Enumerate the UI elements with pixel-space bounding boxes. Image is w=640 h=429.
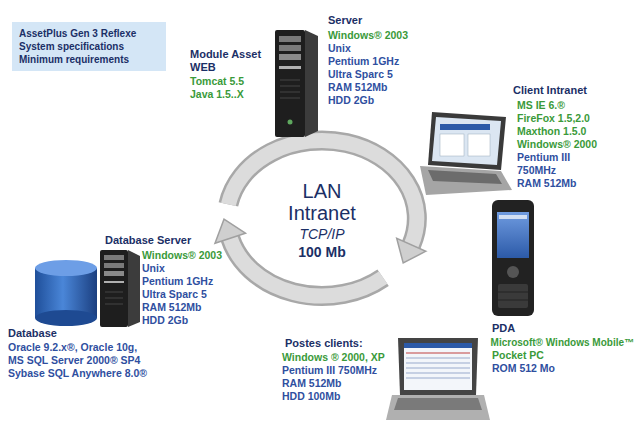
spec-text: Pentium III bbox=[517, 151, 570, 164]
spec-text: Windows® 2003 bbox=[142, 249, 222, 262]
spec-text: RAM 512Mb bbox=[142, 301, 202, 314]
network-arrows bbox=[215, 140, 426, 296]
spec-text: MS IE 6.® bbox=[517, 99, 565, 112]
server-tower bbox=[275, 30, 318, 137]
spec-text: RAM 512Mb bbox=[517, 177, 577, 190]
spec-text: Windows® 2003 bbox=[328, 29, 408, 42]
spec-text: Pentium III 750MHz bbox=[282, 364, 377, 377]
spec-text: Pentium 1GHz bbox=[328, 55, 399, 68]
network-label: LAN Intranet bbox=[272, 180, 372, 224]
spec-text: Java 1.5..X bbox=[190, 88, 244, 101]
spec-text: Microsoft® Windows Mobile™ bbox=[491, 336, 634, 349]
pda bbox=[492, 200, 534, 316]
spec-text: Oracle 9.2.x®, Oracle 10g, bbox=[8, 341, 137, 354]
network-label: 100 Mb bbox=[298, 244, 345, 261]
component-heading: Client Intranet bbox=[513, 84, 587, 97]
spec-text: RAM 512Mb bbox=[328, 81, 388, 94]
spec-text: 750MHz bbox=[517, 164, 556, 177]
component-heading: Postes clients: bbox=[285, 337, 363, 350]
spec-text: Windows ® 2000, XP bbox=[282, 351, 385, 364]
spec-text: Ultra Sparc 5 bbox=[328, 68, 393, 81]
spec-text: Ultra Sparc 5 bbox=[142, 288, 207, 301]
network-label: TCP/IP bbox=[299, 226, 344, 243]
spec-text: FireFox 1.5,2.0 bbox=[517, 112, 590, 125]
component-heading: Module Asset bbox=[190, 48, 261, 61]
component-heading: Server bbox=[328, 14, 362, 27]
laptop bbox=[420, 112, 512, 195]
spec-text: RAM 512Mb bbox=[282, 377, 342, 390]
spec-box: AssetPlus Gen 3 Reflexe System specifica… bbox=[12, 22, 166, 71]
laptop bbox=[386, 338, 490, 420]
spec-text: ROM 512 Mo bbox=[492, 362, 555, 375]
spec-text: HDD 100Mb bbox=[282, 390, 340, 403]
component-heading: WEB bbox=[190, 61, 216, 74]
spec-text: HDD 2Gb bbox=[328, 94, 374, 107]
component-heading: Database bbox=[8, 327, 57, 340]
database-tower bbox=[100, 250, 140, 327]
spec-text: Maxthon 1.5.0 bbox=[517, 125, 586, 138]
box-text: AssetPlus Gen 3 Reflexe System specifica… bbox=[19, 27, 159, 66]
spec-text: Windows® 2000 bbox=[517, 138, 597, 151]
component-heading: PDA bbox=[492, 322, 515, 335]
spec-text: Pocket PC bbox=[492, 349, 544, 362]
spec-text: MS SQL Server 2000® SP4 bbox=[8, 354, 140, 367]
spec-text: HDD 2Gb bbox=[142, 314, 188, 327]
spec-text: Sybase SQL Anywhere 8.0® bbox=[8, 367, 147, 380]
spec-text: Unix bbox=[328, 42, 351, 55]
component-heading: Database Server bbox=[105, 234, 191, 247]
spec-text: Tomcat 5.5 bbox=[190, 75, 244, 88]
spec-text: Pentium 1GHz bbox=[142, 275, 213, 288]
database-cylinder bbox=[35, 260, 97, 326]
spec-text: Unix bbox=[142, 262, 165, 275]
